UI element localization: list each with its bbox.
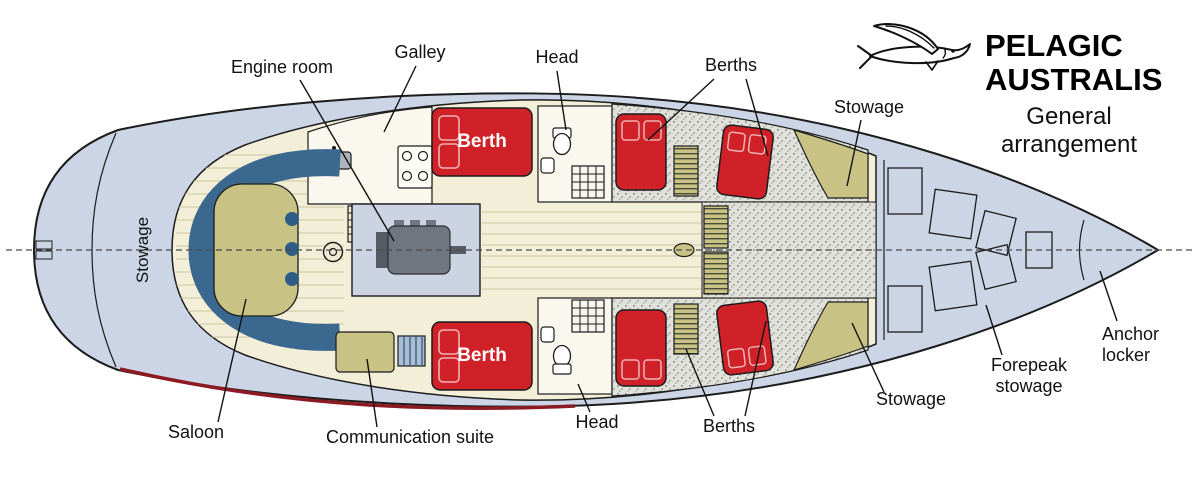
forepeak-leader — [985, 304, 1003, 356]
label-stowage-bottom: Stowage — [876, 389, 946, 409]
label-stowage-top: Stowage — [834, 97, 904, 117]
stern-step — [35, 250, 53, 260]
saloon-leader — [217, 298, 247, 423]
label-anchor-line1: Anchor — [1102, 324, 1159, 344]
head-top-area — [537, 105, 613, 203]
label-galley: Galley — [394, 42, 445, 62]
berths-bottom-leader-a — [685, 348, 715, 417]
stowage-wedge-top — [792, 129, 869, 199]
galley-leader — [383, 65, 417, 133]
head-top-leader — [556, 70, 567, 131]
toilet-icon — [552, 344, 572, 368]
flying-fish-logo — [857, 23, 971, 71]
berth-fore-2 — [716, 124, 774, 200]
berth-aft-bottom-area — [431, 321, 533, 391]
stove-icon — [397, 145, 433, 189]
saloon-seat-dot — [285, 242, 299, 256]
berth-fore-1 — [615, 113, 667, 191]
stern-step — [35, 240, 53, 250]
label-berth-aft-bottom: Berth — [457, 345, 507, 366]
shower-grate-icon — [571, 165, 605, 199]
engine-room-leader — [299, 79, 395, 242]
toilet-tank-icon — [552, 363, 572, 375]
locker-louvre — [673, 303, 699, 355]
locker-louvre — [673, 145, 699, 197]
sink-icon — [540, 326, 555, 343]
label-forepeak-line2: stowage — [995, 376, 1062, 396]
table-oval — [673, 242, 695, 258]
head-bottom-leader — [577, 383, 591, 413]
berths-bottom-leader-b — [744, 320, 767, 417]
label-head-bottom: Head — [575, 412, 618, 432]
stowage-bottom-leader — [851, 322, 885, 393]
shower-grate-icon — [571, 299, 605, 333]
berth-fore-4 — [716, 300, 774, 376]
boot-stripe — [119, 367, 576, 410]
boat-title-line2: AUSTRALIS — [985, 62, 1162, 97]
label-engine-room: Engine room — [231, 57, 333, 77]
label-berths-bottom: Berths — [703, 416, 755, 436]
berths-top-leader-b — [745, 78, 769, 157]
label-forepeak-line1: Forepeak — [991, 355, 1068, 375]
mast-icon — [322, 241, 344, 263]
subtitle-line1: General — [1026, 103, 1111, 130]
label-anchor-line2: locker — [1102, 345, 1150, 365]
berths-top-leader-a — [647, 78, 715, 141]
head-bottom-area — [537, 297, 613, 395]
subtitle-line2: arrangement — [1001, 131, 1137, 158]
label-stowage-stern: Stowage — [133, 217, 152, 283]
sink-icon — [540, 157, 555, 174]
berth-aft-top-area — [431, 107, 533, 177]
stowage-wedge-bottom — [792, 301, 869, 371]
boat-title-line1: PELAGIC — [985, 28, 1123, 63]
anchor-locker-leader — [1099, 270, 1118, 322]
stowage-top-leader — [846, 119, 862, 187]
label-saloon: Saloon — [168, 422, 224, 442]
label-berth-aft-top: Berth — [457, 131, 507, 152]
locker-louvre — [703, 205, 729, 249]
locker-louvre — [703, 251, 729, 295]
saloon-seat-dot — [285, 272, 299, 286]
label-head-top: Head — [535, 47, 578, 67]
label-communication-suite: Communication suite — [326, 427, 494, 447]
toilet-icon — [552, 132, 572, 156]
communication-suite-leader — [366, 358, 378, 428]
berth-fore-3 — [615, 309, 667, 387]
saloon-seat-dot — [285, 212, 299, 226]
label-berths-top: Berths — [705, 55, 757, 75]
communication-suite-area — [335, 331, 426, 373]
